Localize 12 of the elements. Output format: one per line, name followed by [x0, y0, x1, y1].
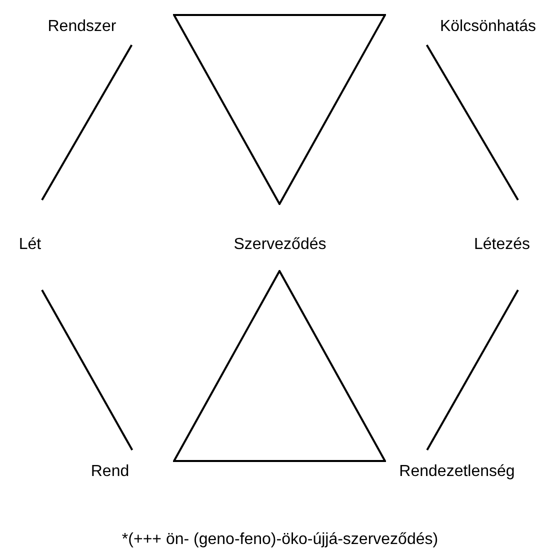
connector-line: [426, 44, 519, 200]
node-label: Kölcsönhatás: [440, 16, 536, 36]
node-label: Rendezetlenség: [399, 462, 515, 482]
connector-line: [41, 290, 134, 450]
node-label: Rend: [90, 462, 130, 482]
connector-line: [426, 290, 519, 450]
node-label: Szerveződés: [234, 235, 326, 255]
connector-line: [41, 44, 133, 200]
node-label: Lét: [18, 235, 42, 255]
caption: *(+++ ön- (geno-feno)-öko-újjá-szerveződés): [120, 530, 440, 550]
node-label: Létezés: [474, 235, 530, 255]
node-label: Rendszer: [48, 16, 116, 36]
